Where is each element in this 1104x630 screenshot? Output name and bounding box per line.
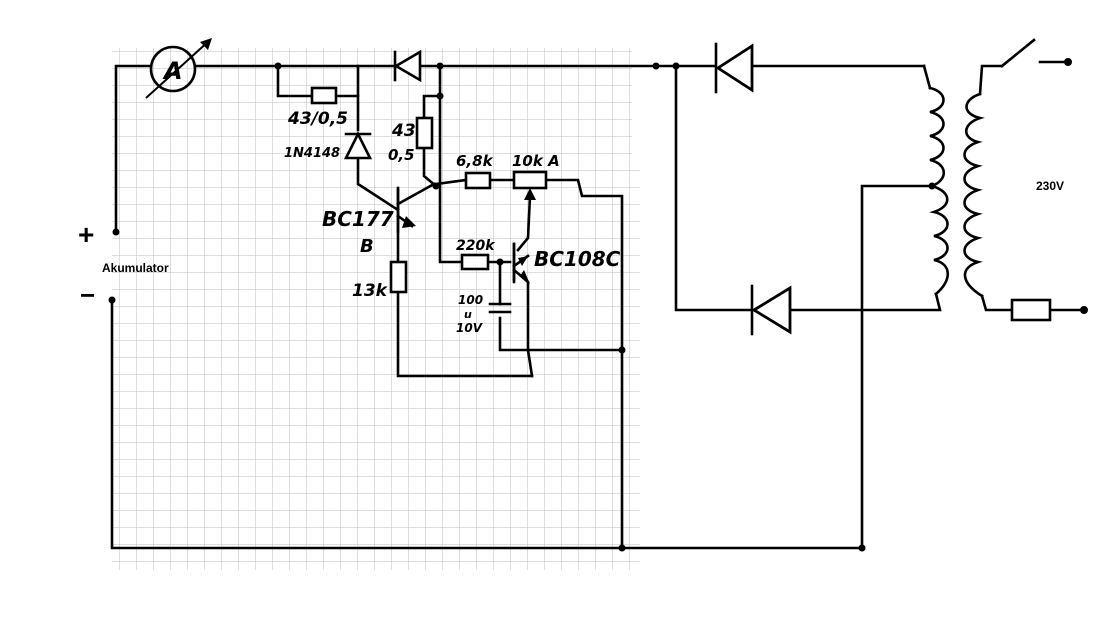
label-bc177: BC177	[322, 207, 394, 231]
label-bc177-sub: B	[360, 236, 374, 257]
resistor-13k	[389, 260, 408, 294]
label-cap-volt: 10V	[456, 321, 484, 335]
label-bc108c: BC108C	[534, 247, 621, 271]
transformer-primary	[963, 92, 985, 298]
label-plus: +	[78, 219, 94, 250]
label-r-43-sub: 0,5	[388, 146, 415, 164]
ammeter-icon	[145, 38, 212, 99]
label-r-43: 43	[391, 121, 416, 141]
capacitor-100u	[488, 302, 512, 314]
diode-icon	[393, 49, 422, 83]
rectifier-diode-top-icon	[714, 42, 754, 94]
label-1n4148: 1N4148	[284, 146, 340, 161]
diode-1n4148-icon	[343, 131, 373, 160]
label-battery: Akumulator	[102, 261, 169, 275]
label-r-43-05: 43/0,5	[287, 109, 348, 129]
label-r-13k: 13k	[352, 281, 389, 301]
switch-icon	[1000, 38, 1036, 68]
junctions	[108, 58, 1088, 552]
transistor-bc177	[396, 188, 416, 232]
resistor-43-05	[310, 86, 338, 105]
resistor-43	[415, 116, 434, 150]
label-r-220k: 220k	[456, 238, 496, 254]
resistor-6k8	[464, 171, 492, 190]
resistor-220k	[460, 253, 490, 271]
potentiometer-10k	[512, 170, 548, 200]
transistor-bc108c	[512, 242, 530, 284]
label-cap-mid: u	[464, 308, 472, 321]
rectifier-diode-bottom-icon	[750, 284, 792, 336]
label-r-6k8: 6,8k	[456, 152, 494, 170]
mains-fuse	[1010, 298, 1052, 322]
wires	[110, 60, 1086, 550]
label-minus: −	[80, 280, 95, 310]
label-mains: 230V	[1036, 179, 1064, 193]
label-cap-value: 100	[458, 293, 483, 307]
transformer-secondary	[927, 86, 950, 296]
meter-label: A	[162, 57, 183, 85]
label-pot-10k: 10k A	[512, 152, 560, 170]
graph-paper	[112, 48, 640, 570]
